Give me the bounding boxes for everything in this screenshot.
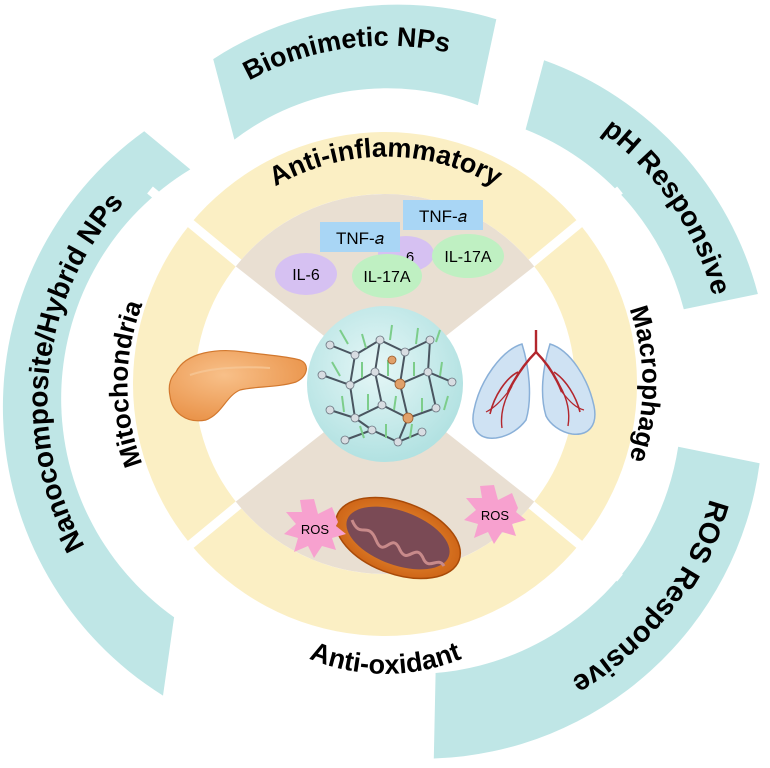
right-lung: [541, 343, 596, 435]
outer-segment-biomimetic: [213, 4, 497, 140]
il6-label-2: 6: [406, 249, 414, 266]
mitochondrion-cristae: [350, 519, 446, 567]
center-circle: [307, 306, 463, 462]
tnf-label-1: TNF-𝑎: [336, 229, 384, 248]
mitochondrion-inner: [346, 506, 450, 570]
outer-segment-nanocomposite: [2, 131, 191, 696]
il6-label-1: IL-6: [292, 267, 320, 284]
il17a-chip-1: [352, 254, 422, 298]
tnf-label-2: TNF-𝑎: [419, 207, 467, 226]
ros-label-2: ROS: [481, 508, 510, 523]
ros-bursts: ROS ROS: [284, 485, 526, 558]
polymer-network: [307, 306, 463, 462]
mitochondrion-illustration: [334, 496, 462, 580]
cytokine-cluster: 6 TNF-𝑎 TNF-𝑎 IL-6 IL-17A IL-17A: [275, 200, 504, 298]
outer-segment-ros-responsive: [433, 446, 760, 759]
ros-label-1: ROS: [301, 522, 330, 537]
lungs-illustration: [472, 330, 596, 439]
polymer-atoms: [317, 335, 457, 447]
polymer-metal-nodes: [387, 355, 414, 424]
lung-vessels: [485, 330, 585, 429]
il17a-chip-2: [432, 234, 504, 278]
tnf-chip-1: [320, 222, 400, 252]
outer-segment-ph-responsive: [525, 60, 758, 310]
tnf-chip-2: [403, 200, 483, 230]
outer-ring: [2, 4, 760, 759]
il6-chip-1: [275, 253, 337, 295]
ros-burst-1: [284, 499, 346, 558]
polymer-branches: [331, 324, 449, 439]
left-lung: [472, 343, 531, 439]
pancreas-illustration: [168, 350, 307, 422]
il17a-label-1: IL-17A: [363, 269, 410, 286]
ros-burst-2: [464, 485, 526, 544]
pancreas-shape: [168, 350, 307, 422]
il17a-label-2: IL-17A: [444, 249, 491, 266]
